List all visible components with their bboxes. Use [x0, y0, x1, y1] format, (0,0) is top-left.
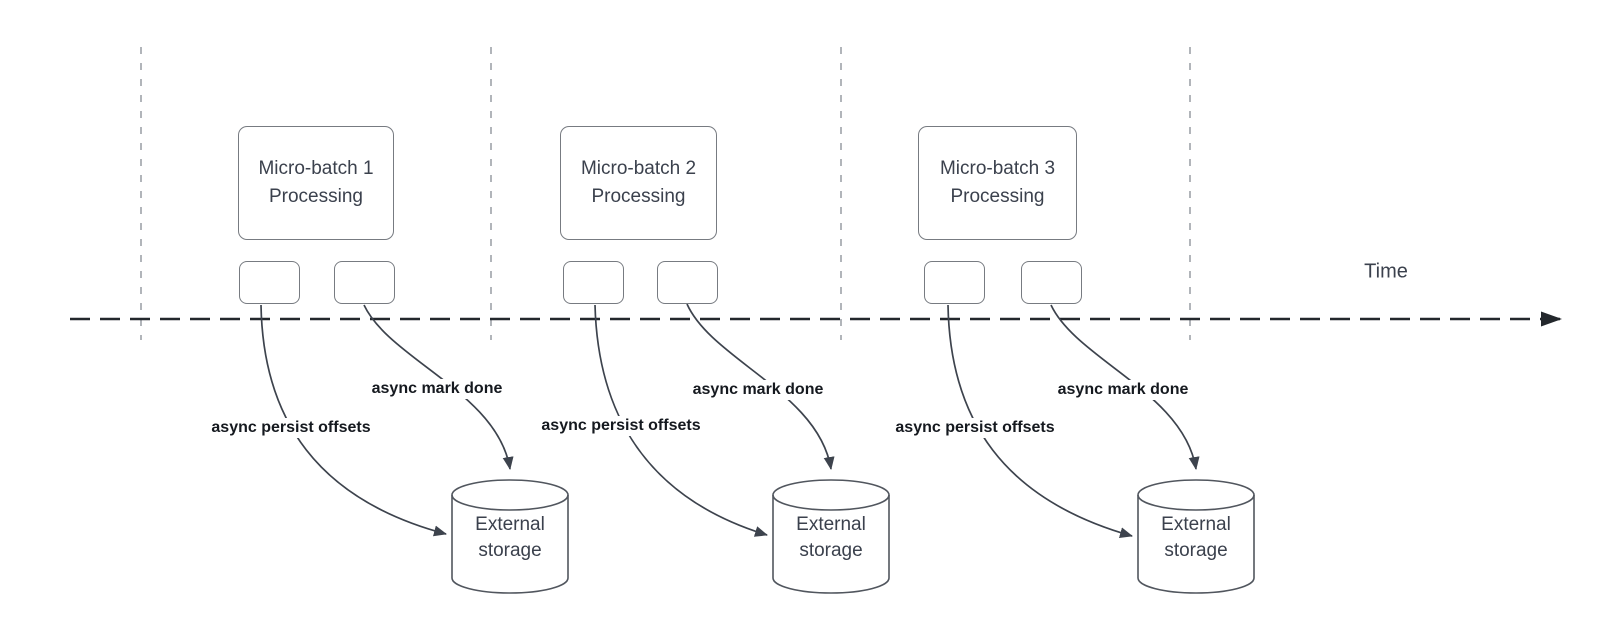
external-storage-cylinder-1: External storage — [451, 479, 569, 594]
cylinder-shape — [772, 479, 890, 594]
external-storage-cylinder-2: External storage — [772, 479, 890, 594]
micro-batch-3-processing-box: Micro-batch 3 Processing — [918, 126, 1077, 240]
async-mark-done-label-2: async mark done — [688, 380, 828, 400]
micro-batch-3-task-slot-right — [1021, 261, 1082, 304]
async-mark-done-label-3: async mark done — [1053, 380, 1193, 400]
time-axis-label: Time — [1364, 260, 1408, 283]
micro-batch-2-task-slot-left — [563, 261, 624, 304]
micro-batch-1-task-slot-left — [239, 261, 300, 304]
async-mark-done-label-1: async mark done — [367, 379, 507, 399]
mark-done-arrow-3 — [1050, 304, 1200, 470]
external-storage-cylinder-3: External storage — [1137, 479, 1255, 594]
mark-done-arrow-2 — [686, 303, 835, 470]
cylinder-shape — [451, 479, 569, 594]
external-storage-label-2: External storage — [796, 514, 866, 561]
micro-batch-2-processing-box: Micro-batch 2 Processing — [560, 126, 717, 240]
async-persist-offsets-label-2: async persist offsets — [537, 416, 705, 436]
async-persist-offsets-label-1: async persist offsets — [207, 418, 375, 438]
persist-offsets-arrow-3 — [947, 304, 1133, 539]
async-persist-offsets-label-3: async persist offsets — [891, 418, 1059, 438]
micro-batch-1-processing-box: Micro-batch 1 Processing — [238, 126, 394, 240]
cylinder-shape — [1137, 479, 1255, 594]
external-storage-label-1: External storage — [475, 514, 545, 561]
micro-batch-2-task-slot-right — [657, 261, 718, 304]
external-storage-label-3: External storage — [1161, 514, 1231, 561]
micro-batch-1-task-slot-right — [334, 261, 395, 304]
micro-batch-3-task-slot-left — [924, 261, 985, 304]
persist-offsets-arrow-1 — [260, 304, 447, 537]
persist-offsets-arrow-2 — [594, 304, 768, 537]
